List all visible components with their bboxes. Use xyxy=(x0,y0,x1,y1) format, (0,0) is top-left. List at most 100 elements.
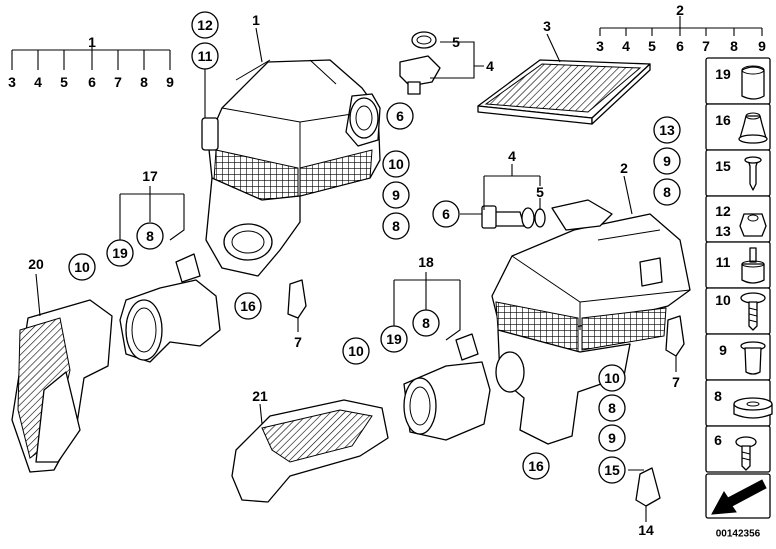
legend-row-8: 8 xyxy=(705,379,773,427)
label-8: 8 xyxy=(140,74,148,90)
svg-text:11: 11 xyxy=(716,254,731,270)
svg-text:8: 8 xyxy=(663,184,671,200)
svg-text:6: 6 xyxy=(396,108,404,124)
callout-10: 10 xyxy=(382,150,410,178)
sleeve-icon xyxy=(741,66,765,100)
label-14: 14 xyxy=(638,522,654,538)
svg-text:16: 16 xyxy=(240,298,256,314)
callout-8: 8 xyxy=(136,222,164,250)
svg-text:12: 12 xyxy=(197,17,213,33)
air-mass-meter xyxy=(481,205,546,229)
label-5: 5 xyxy=(648,38,656,54)
label-4: 4 xyxy=(34,74,42,90)
callout-9: 9 xyxy=(382,181,410,209)
label-4: 4 xyxy=(508,148,516,164)
label-3: 3 xyxy=(8,74,16,90)
stud-icon xyxy=(749,247,757,263)
svg-text:19: 19 xyxy=(715,66,731,82)
bracket-right xyxy=(665,315,685,357)
label-17: 17 xyxy=(142,168,158,184)
svg-text:8: 8 xyxy=(422,315,430,331)
bracket-left xyxy=(287,279,307,319)
svg-text:13: 13 xyxy=(659,122,675,138)
label-20: 20 xyxy=(28,256,44,272)
label-4: 4 xyxy=(622,38,630,54)
label-2: 2 xyxy=(620,160,628,176)
legend-row-11: 11 xyxy=(705,241,771,289)
svg-text:10: 10 xyxy=(604,370,620,386)
label-1: 1 xyxy=(88,34,96,50)
air-filter-housing-right xyxy=(491,199,691,445)
label-7: 7 xyxy=(702,38,710,54)
svg-text:13: 13 xyxy=(715,223,731,239)
svg-text:16: 16 xyxy=(528,458,544,474)
label-6: 6 xyxy=(676,38,684,54)
intake-duct-right xyxy=(403,333,491,441)
air-filter-housing-left xyxy=(201,59,381,277)
callout-10: 10 xyxy=(68,253,96,281)
svg-text:11: 11 xyxy=(198,48,213,64)
svg-text:15: 15 xyxy=(715,158,731,174)
label-9: 9 xyxy=(166,74,174,90)
label-8: 8 xyxy=(730,38,738,54)
callout-11: 11 xyxy=(191,42,219,70)
nut-icon xyxy=(739,213,767,237)
svg-text:10: 10 xyxy=(348,343,364,359)
svg-text:19: 19 xyxy=(112,245,128,261)
reference-arrow xyxy=(705,473,771,519)
svg-text:12: 12 xyxy=(715,203,731,219)
svg-text:8: 8 xyxy=(146,228,154,244)
label-5: 5 xyxy=(536,184,544,200)
callout-13: 13 xyxy=(653,116,681,144)
reference-number: 00142356 xyxy=(716,529,761,540)
callout-16: 16 xyxy=(234,292,262,320)
svg-text:16: 16 xyxy=(715,112,731,128)
legend-row-6: 6 xyxy=(705,425,771,473)
svg-text:8: 8 xyxy=(392,218,400,234)
callout-6: 6 xyxy=(432,200,460,228)
svg-text:9: 9 xyxy=(719,342,727,358)
label-9: 9 xyxy=(758,38,766,54)
callout-8: 8 xyxy=(412,309,440,337)
legend-row-19: 19 xyxy=(705,57,771,105)
svg-text:10: 10 xyxy=(388,156,404,172)
svg-text:10: 10 xyxy=(715,292,731,308)
label-4: 4 xyxy=(486,58,494,74)
callout-10: 10 xyxy=(598,364,626,392)
svg-text:9: 9 xyxy=(392,187,400,203)
svg-text:19: 19 xyxy=(386,331,402,347)
svg-text:6: 6 xyxy=(442,206,450,222)
label-5: 5 xyxy=(60,74,68,90)
label-1: 1 xyxy=(252,12,260,28)
callout-8: 8 xyxy=(598,394,626,422)
callout-9: 9 xyxy=(598,424,626,452)
callout-15: 15 xyxy=(598,456,626,484)
label-21: 21 xyxy=(252,388,268,404)
svg-text:8: 8 xyxy=(608,400,616,416)
svg-text:15: 15 xyxy=(604,462,620,478)
air-filter-element xyxy=(477,59,651,125)
sensor-assembly xyxy=(399,31,441,95)
label-5: 5 xyxy=(452,34,460,50)
callout-9: 9 xyxy=(653,147,681,175)
callout-12: 12 xyxy=(191,11,219,39)
svg-text:9: 9 xyxy=(608,430,616,446)
callout-19: 19 xyxy=(380,325,408,353)
intake-duct-left xyxy=(119,253,221,363)
label-3: 3 xyxy=(596,38,604,54)
parts-legend: 19 16 15 12 13 11 xyxy=(705,57,773,540)
arrow-icon xyxy=(711,479,767,515)
leader-lines xyxy=(11,16,763,522)
intake-snorkel-left xyxy=(11,299,113,473)
label-7: 7 xyxy=(114,74,122,90)
plain-labels: 1 3 4 5 6 7 8 9 1 2 3 4 5 6 7 8 9 3 5 4 … xyxy=(8,2,766,538)
callout-10: 10 xyxy=(342,337,370,365)
label-2: 2 xyxy=(676,2,684,18)
legend-row-15: 15 xyxy=(705,149,771,197)
legend-row-10: 10 xyxy=(705,287,771,335)
legend-row-16: 16 xyxy=(705,103,771,151)
label-7: 7 xyxy=(672,374,680,390)
label-6: 6 xyxy=(88,74,96,90)
